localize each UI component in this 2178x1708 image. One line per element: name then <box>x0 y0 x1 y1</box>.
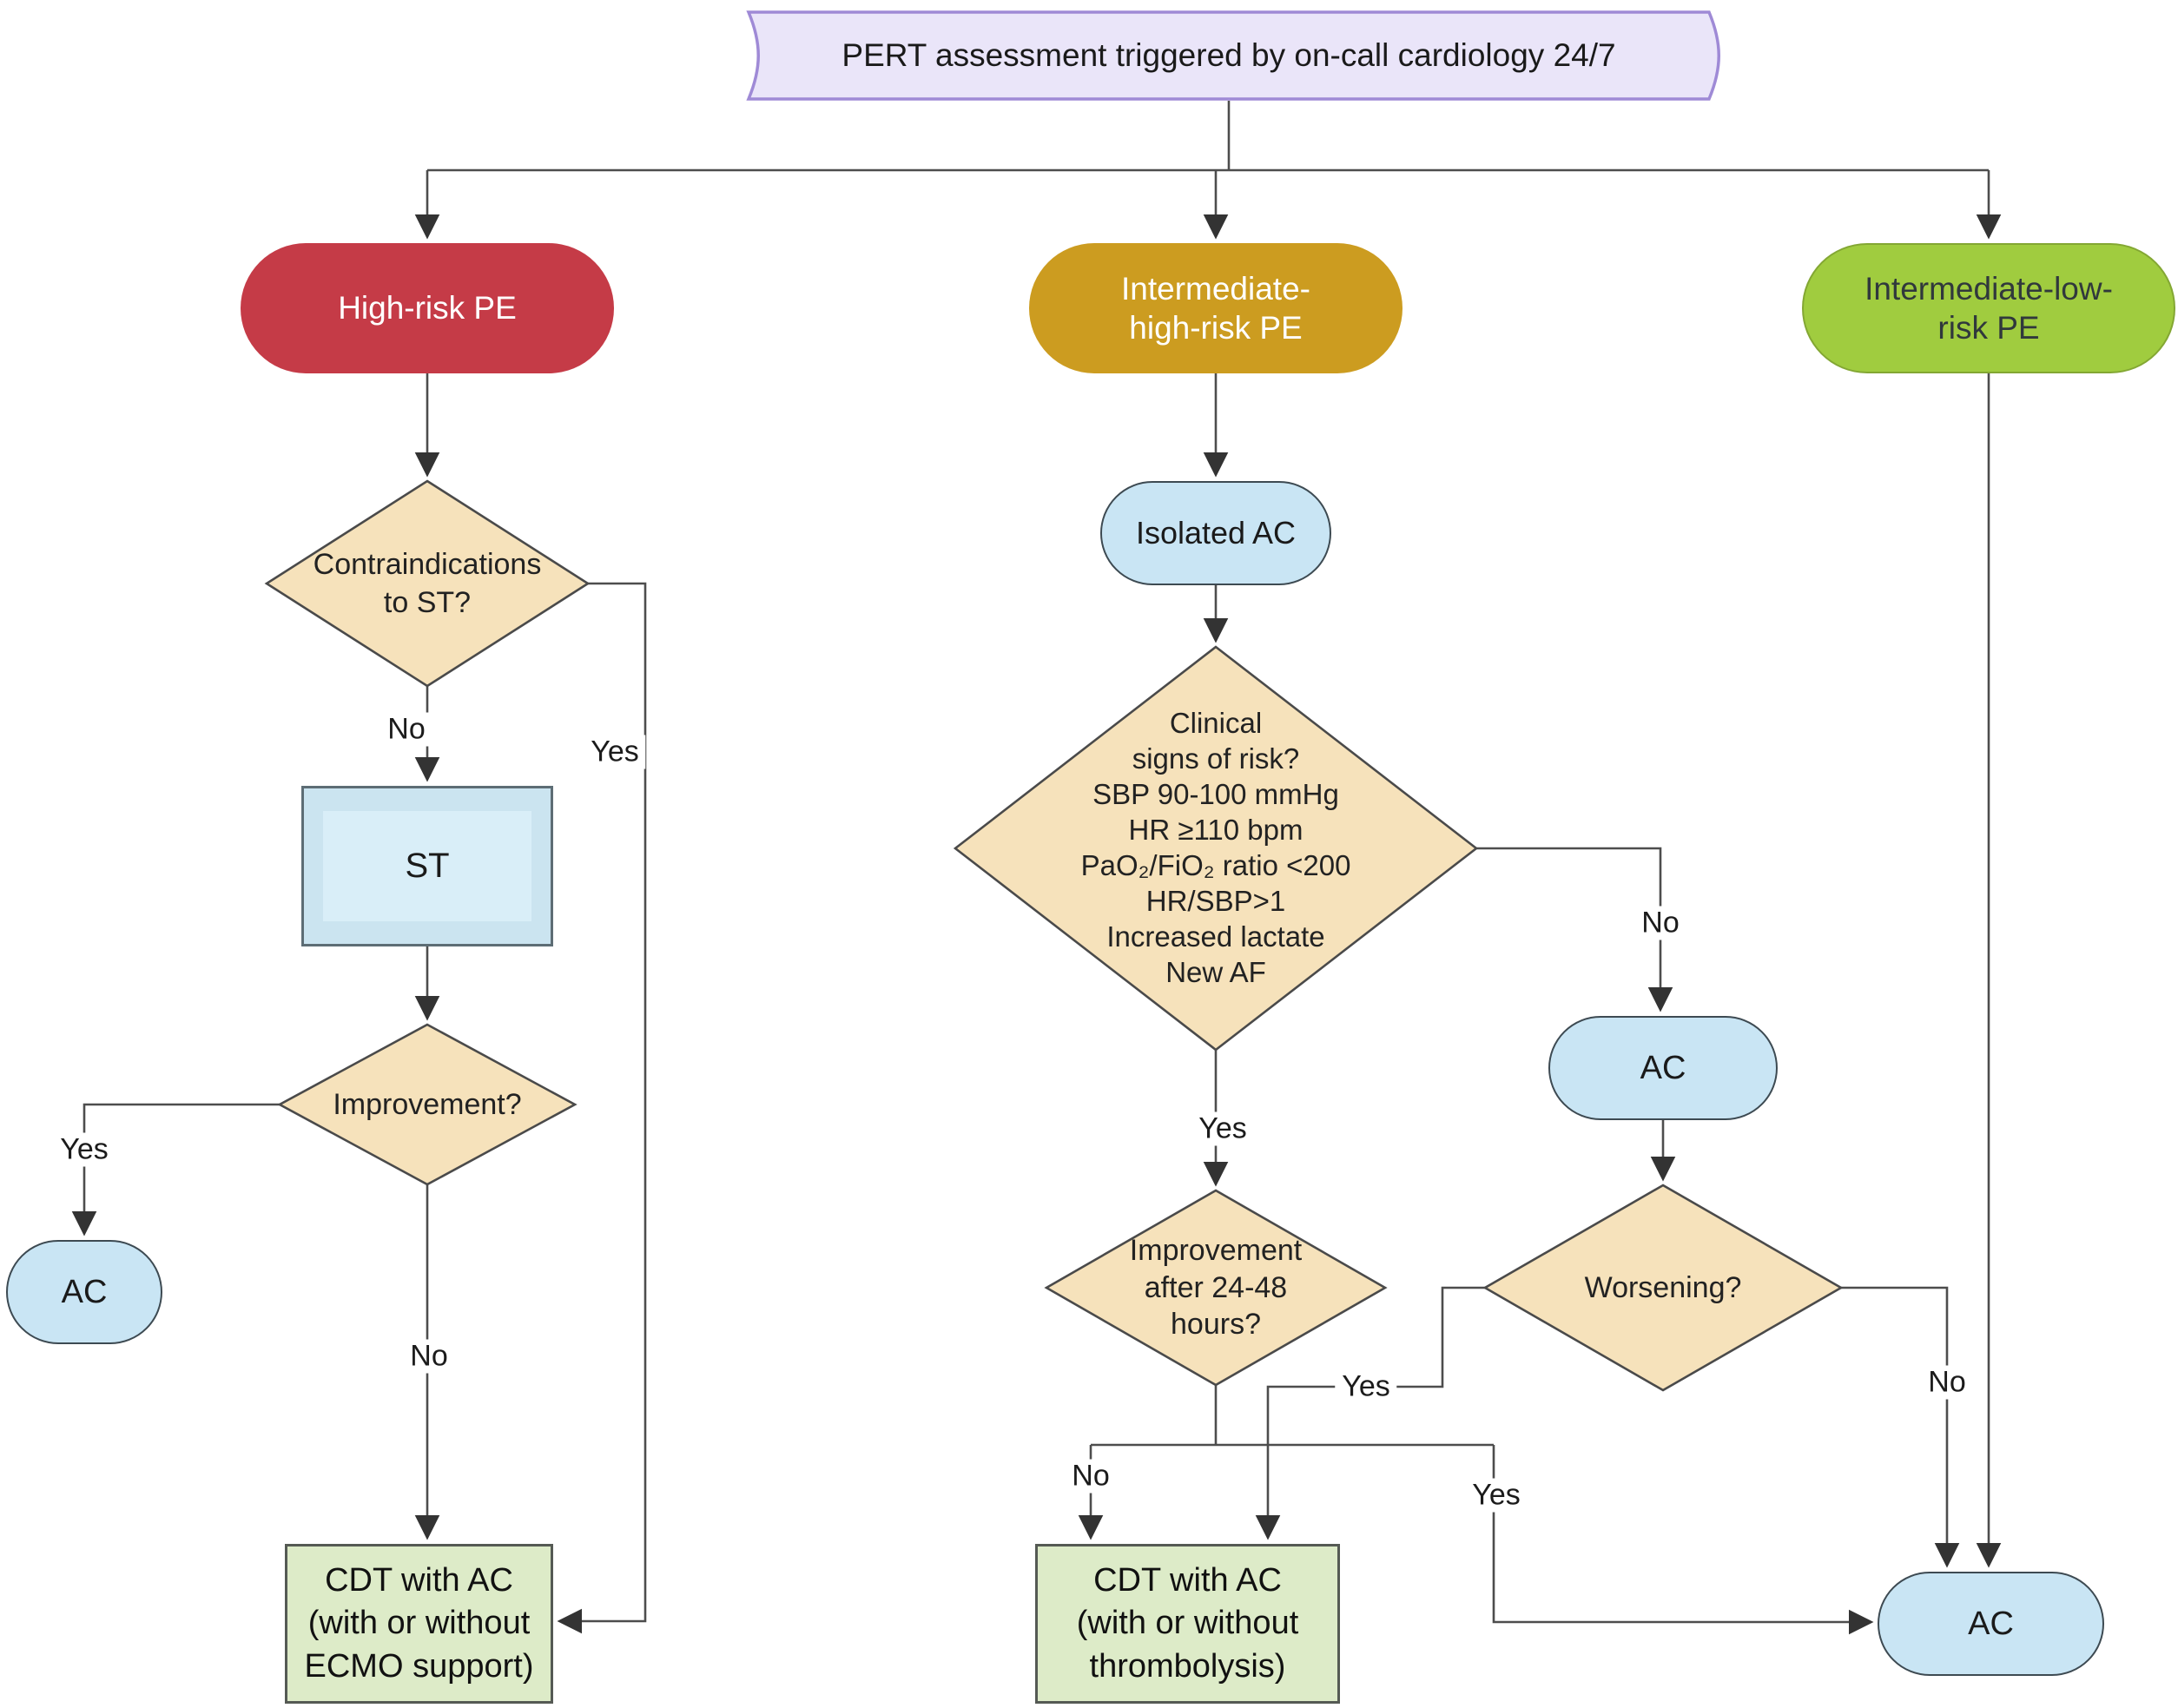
decision-improvement-24-48-shape <box>1044 1189 1388 1387</box>
connector-worsening-yes <box>1255 1286 1485 1540</box>
edge-label-contra-no: No <box>380 712 432 747</box>
cdt-left-line3: ECMO support) <box>304 1647 534 1685</box>
st-inner-panel <box>323 811 531 921</box>
start-banner-title: PERT assessment triggered by on-call car… <box>842 37 1616 73</box>
decision-worsening-shape <box>1482 1184 1844 1392</box>
node-high-risk-pe: High-risk PE <box>241 243 614 373</box>
node-intermediate-high-line1: Intermediate- <box>1121 270 1310 307</box>
decision-contraindications-label: Contraindications to ST? <box>313 547 542 619</box>
decision-improvement-shape <box>277 1023 578 1186</box>
edge-label-imp2448-yes: Yes <box>1465 1478 1528 1513</box>
cdt-mid-line3: thrombolysis) <box>1089 1647 1286 1685</box>
cdt-left-line1: CDT with AC <box>325 1561 513 1599</box>
edge-label-clinical-no: No <box>1634 906 1686 940</box>
connector-clinical-no <box>1476 847 1673 1012</box>
node-cdt-left: CDT with AC (with or without ECMO suppor… <box>285 1544 553 1704</box>
node-st: ST <box>301 786 553 946</box>
node-isolated-ac: Isolated AC <box>1100 481 1331 585</box>
start-banner-shape <box>746 10 1720 101</box>
node-intermediate-low-risk-pe: Intermediate-low- risk PE <box>1802 243 2175 373</box>
node-intermediate-low-line2: risk PE <box>1937 310 2040 346</box>
decision-worsening-label: Worsening? <box>1584 1270 1742 1304</box>
cdt-mid-line2: (with or without <box>1076 1605 1299 1642</box>
connector-imp2448-yes <box>1492 1445 1874 1635</box>
connector-contra-yes <box>557 582 647 1634</box>
decision-improvement-24-48-label: Improvement after 24-48 hours? <box>1129 1234 1303 1342</box>
decision-clinical-risk-label: Clinical signs of risk? SBP 90-100 mmHg … <box>1080 707 1351 988</box>
edge-label-worsening-yes: Yes <box>1335 1369 1397 1404</box>
node-intermediate-high-line2: high-risk PE <box>1129 310 1303 346</box>
edge-label-clinical-yes: Yes <box>1191 1111 1254 1146</box>
node-ac-bottom: AC <box>1878 1572 2104 1676</box>
cdt-mid-line1: CDT with AC <box>1093 1561 1282 1599</box>
cdt-left-line2: (with or without <box>307 1605 531 1642</box>
node-cdt-mid: CDT with AC (with or without thrombolysi… <box>1035 1544 1340 1704</box>
node-ac-left: AC <box>6 1240 162 1344</box>
decision-clinical-risk-shape <box>953 645 1479 1052</box>
node-st-label: ST <box>405 847 450 885</box>
edge-label-improvement-yes: Yes <box>53 1132 116 1167</box>
edge-label-contra-yes: Yes <box>584 735 646 769</box>
connector-worsening-no <box>1841 1286 1960 1568</box>
node-intermediate-high-risk-pe: Intermediate- high-risk PE <box>1029 243 1402 373</box>
node-ac-mid: AC <box>1548 1016 1778 1120</box>
connector-improvement-yes <box>71 1103 280 1236</box>
node-intermediate-low-line1: Intermediate-low- <box>1864 270 2113 307</box>
edge-label-worsening-no: No <box>1921 1365 1973 1400</box>
decision-contraindications-shape <box>264 479 591 688</box>
edge-label-imp2448-no: No <box>1065 1459 1117 1494</box>
decision-improvement-label: Improvement? <box>333 1087 522 1121</box>
edge-label-improvement-no: No <box>403 1339 455 1374</box>
